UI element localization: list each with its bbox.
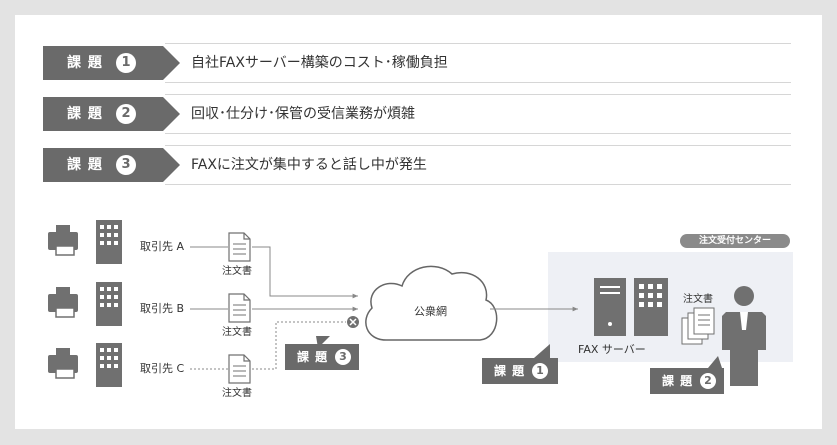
document-icon (228, 232, 251, 262)
issue-row-3: 課 題 3 FAXに注文が集中すると話し中が発生 (43, 145, 791, 185)
badge-number: 3 (335, 349, 351, 365)
building-icon (96, 282, 122, 326)
building-icon (96, 343, 122, 387)
issue-number: 3 (116, 155, 136, 175)
callout-pointer (534, 344, 550, 358)
badge-number: 2 (700, 373, 716, 389)
cloud-icon (365, 265, 498, 341)
issue-tag-label: 課 題 (67, 106, 103, 122)
staff-person-icon (722, 286, 766, 386)
document-label: 注文書 (222, 266, 252, 277)
order-center-label: 注文受付センター (680, 234, 790, 248)
divider (165, 145, 791, 146)
issue-number: 1 (116, 53, 136, 73)
fax-machine-icon (48, 287, 78, 318)
badge-label: 課 題 (662, 374, 694, 388)
flow-arrow (252, 246, 358, 299)
issue-tag-shape (43, 46, 180, 80)
issue-row-2: 課 題 2 回収･仕分け･保管の受信業務が煩雑 (43, 94, 791, 134)
issue-tag-shape (43, 148, 180, 182)
issue-badge-3: 課 題 3 (285, 344, 359, 370)
divider (165, 133, 791, 134)
issue-row-1: 課 題 1 自社FAXサーバー構築のコスト･稼働負担 (43, 43, 791, 83)
issue-text: 自社FAXサーバー構築のコスト･稼働負担 (191, 55, 448, 71)
callout-pointer (708, 356, 722, 368)
document-icon (228, 354, 251, 384)
order-document-label: 注文書 (683, 294, 713, 305)
document-icon (228, 293, 251, 323)
document-label: 注文書 (222, 388, 252, 399)
fax-server-label: FAX サーバー (578, 343, 646, 356)
badge-number: 1 (532, 363, 548, 379)
blocked-flow-line (252, 321, 346, 370)
divider (165, 43, 791, 44)
issue-badge-1: 課 題 1 (482, 358, 558, 384)
divider (165, 82, 791, 83)
client-label-b: 取引先 B (140, 302, 185, 315)
building-icon (96, 220, 122, 264)
public-network-label: 公衆網 (414, 305, 447, 318)
client-label-c: 取引先 C (140, 362, 185, 375)
client-label-a: 取引先 A (140, 240, 185, 253)
issue-text: FAXに注文が集中すると話し中が発生 (191, 157, 427, 173)
fax-machine-icon (48, 348, 78, 379)
issue-tag-label: 課 題 (67, 157, 103, 173)
issue-text: 回収･仕分け･保管の受信業務が煩雑 (191, 106, 415, 122)
issue-number: 2 (116, 104, 136, 124)
badge-label: 課 題 (297, 350, 329, 364)
badge-label: 課 題 (494, 364, 526, 378)
issue-tag-label: 課 題 (67, 55, 103, 71)
issue-badge-2: 課 題 2 (650, 368, 724, 394)
blocked-x-icon (347, 316, 359, 328)
stacked-documents-icon (681, 307, 715, 345)
fax-server-icon (594, 278, 626, 336)
divider (165, 94, 791, 95)
fax-machine-icon (48, 225, 78, 256)
divider (165, 184, 791, 185)
issue-tag-shape (43, 97, 180, 131)
document-label: 注文書 (222, 327, 252, 338)
building-icon (634, 278, 668, 336)
